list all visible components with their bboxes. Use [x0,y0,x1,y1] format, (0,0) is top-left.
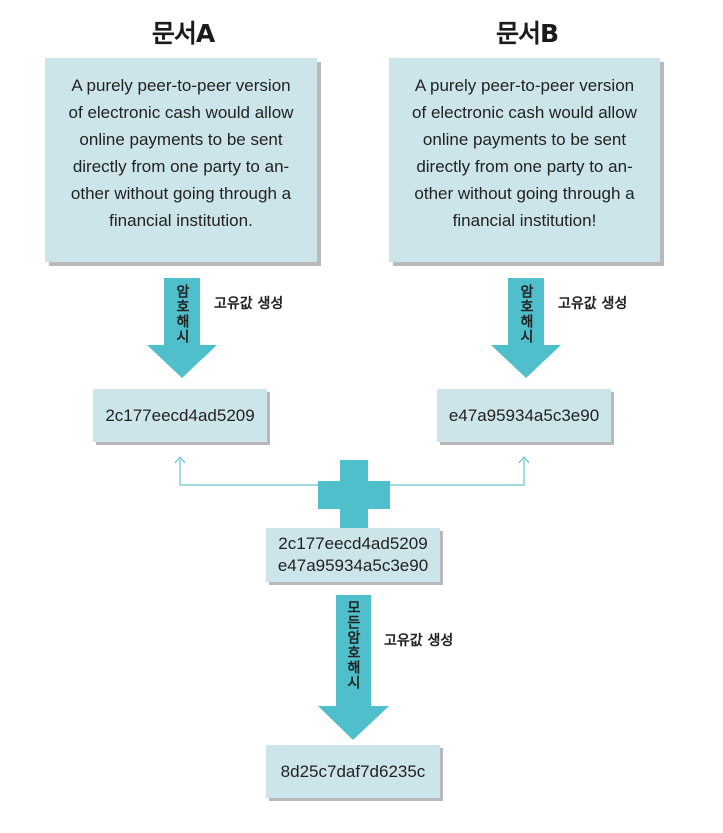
doc-a-title: 문서A [151,19,215,48]
doc-b-box: A purely peer-to-peer version of electro… [389,58,660,262]
final-hash-box: 8d25c7daf7d6235c [266,745,440,798]
doc-a-box: A purely peer-to-peer version of electro… [45,58,317,262]
arrow-a-text: 암호해시 [174,284,190,344]
plus-icon [318,460,390,532]
hash-arrow-a [147,278,217,378]
label-b-unique-value: 고유값 생성 [558,296,628,312]
hash-a-box: 2c177eecd4ad5209 [93,389,267,442]
connector-arrowhead-b [518,456,530,464]
label-final-unique-value: 고유값 생성 [384,633,454,649]
connector-arrowhead-a [174,456,186,464]
arrow-b-text: 암호해시 [518,284,534,344]
label-a-unique-value: 고유값 생성 [214,296,284,312]
hash-arrow-final [318,595,389,740]
arrow-final-text: 모든암호해시 [345,600,361,690]
hash-b-box: e47a95934a5c3e90 [437,389,611,442]
hash-arrow-b [491,278,561,378]
combined-hash-box: 2c177eecd4ad5209 e47a95934a5c3e90 [266,528,440,582]
doc-b-title: 문서B [495,19,559,48]
